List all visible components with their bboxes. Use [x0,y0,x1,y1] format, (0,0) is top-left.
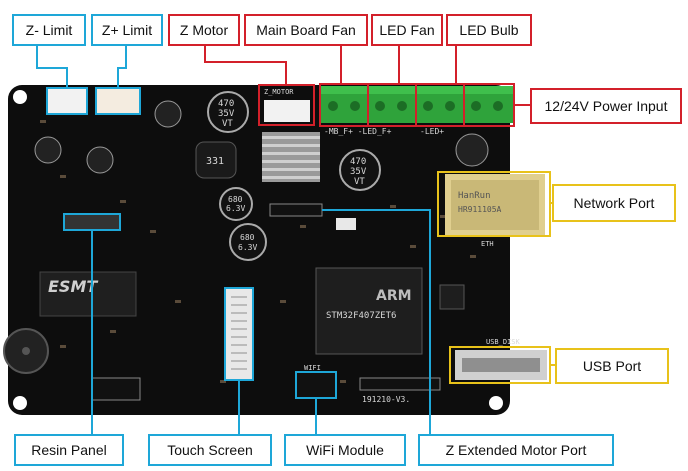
usb-disk-silk: USB_DISK [486,338,521,346]
z-extended-motor-port-label: Z Extended Motor Port [418,434,614,466]
main-board-fan-label: Main Board Fan [244,14,368,46]
power-input-label: 12/24V Power Input [530,88,682,124]
z-minus-limit-connector [46,87,88,115]
network-port-label: Network Port [552,184,676,222]
version-silk: 191210-V3. [362,395,410,404]
z-motor-label: Z Motor [168,14,240,46]
mcu-chip: ARM STM32F407ZET6 [315,267,423,355]
z-minus-limit-label: Z- Limit [12,14,86,46]
capacitor-small [34,136,62,164]
z-motor-connector [264,100,310,122]
capacitor-small [455,133,489,167]
svg-text:35V: 35V [218,109,235,119]
ram-chip: ESMT [39,271,137,317]
bottom-header [91,377,141,401]
z-extended-header [359,377,441,391]
capacitor-680-b: 680 6.3V [229,223,267,261]
mounting-hole [489,396,503,410]
svg-text:STM32F407ZET6: STM32F407ZET6 [326,311,396,321]
svg-text:ESMT: ESMT [48,277,98,296]
capacitor-680-a: 680 6.3V [219,187,253,221]
eth-silk: ETH [481,240,494,248]
capacitor-470-b: 470 35V VT [339,149,381,191]
mipi-connector [63,213,121,231]
svg-text:331: 331 [206,156,224,167]
svg-text:HanRun: HanRun [458,191,491,201]
svg-text:VT: VT [222,119,233,129]
touch-screen-label: Touch Screen [148,434,272,466]
led-bulb-label: LED Bulb [446,14,532,46]
svg-text:470: 470 [350,157,366,167]
mounting-hole [13,90,27,104]
wifi-silk: WIFI [304,364,321,372]
touch-screen-connector [224,287,254,381]
ethernet-port: HanRun HR911105A [445,174,545,236]
svg-text:ARM: ARM [376,288,412,304]
heatsink [262,132,320,182]
svg-text:HR911105A: HR911105A [458,205,502,214]
svg-text:680: 680 [240,233,255,242]
fan-silk: -MB_F+ -LED_F+ [324,127,392,136]
capacitor-small [154,100,182,128]
phy-chip [439,284,465,310]
led-silk: -LED+ [420,127,444,136]
z-motor-silk: Z_MOTOR [264,88,294,96]
svg-text:470: 470 [218,99,234,109]
svg-text:6.3V: 6.3V [238,243,257,252]
led-fan-label: LED Fan [371,14,443,46]
wifi-module-label: WiFi Module [284,434,406,466]
z-plus-limit-label: Z+ Limit [91,14,163,46]
mounting-hole [13,396,27,410]
svg-text:6.3V: 6.3V [226,204,245,213]
wifi-module-header [295,371,337,399]
inductor: 331 [195,141,237,179]
svg-text:VT: VT [354,177,365,187]
resin-panel-label: Resin Panel [14,434,124,466]
usb-port [455,350,547,380]
svg-text:35V: 35V [350,167,367,177]
z-plus-limit-connector [95,87,141,115]
capacitor-small [86,146,114,174]
capacitor-470-a: 470 35V VT [207,91,249,133]
pin-header [269,203,323,217]
usb-port-label: USB Port [555,348,669,384]
svg-text:680: 680 [228,195,243,204]
push-button [336,218,356,230]
